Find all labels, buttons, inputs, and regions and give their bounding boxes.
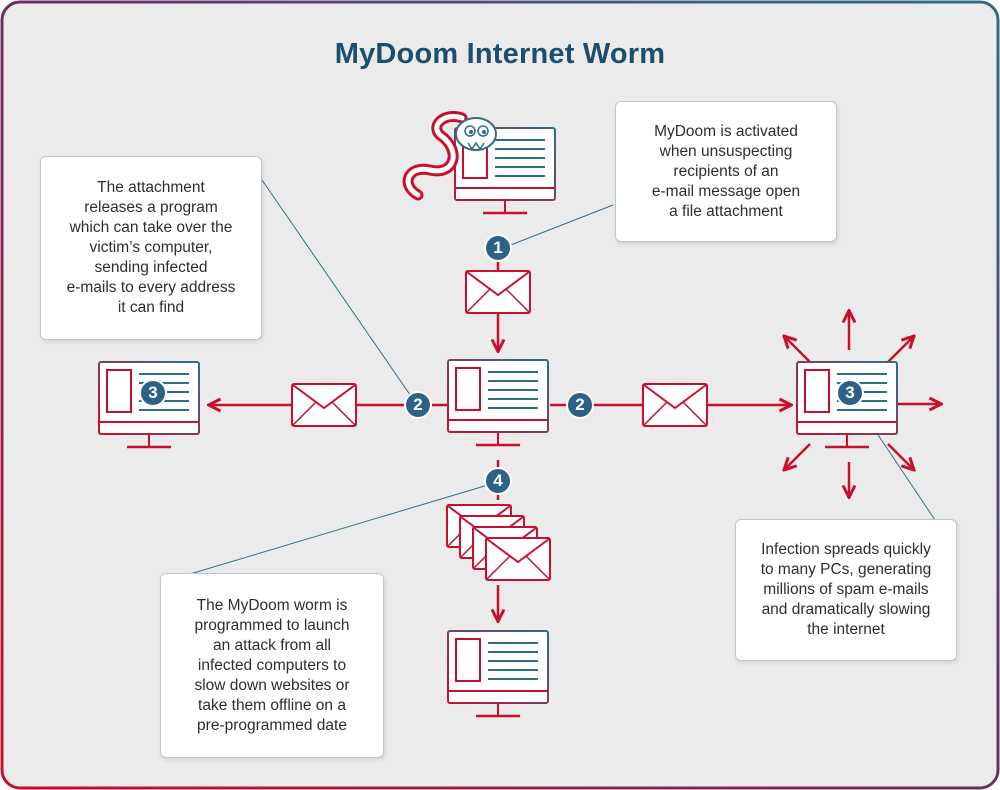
step-1-badge: 1 — [484, 234, 512, 262]
step-2-left-badge: 2 — [404, 391, 432, 419]
step-3-left-badge: 3 — [139, 379, 167, 407]
callout-attachment: The attachment releases a program which … — [40, 156, 262, 340]
envelope-incoming — [465, 270, 531, 314]
center-computer — [446, 358, 550, 447]
callout-attack: The MyDoom worm is programmed to launch … — [160, 573, 384, 758]
worm-icon — [402, 111, 497, 201]
step-2-right-badge: 2 — [566, 391, 594, 419]
callout-attack-text: The MyDoom worm is programmed to launch … — [194, 596, 350, 734]
target-website-computer — [446, 629, 550, 718]
diagram-title: MyDoom Internet Worm — [334, 38, 666, 70]
step-4-badge: 4 — [484, 467, 512, 495]
callout-spread-text: Infection spreads quickly to many PCs, g… — [760, 541, 932, 638]
callout-activation-text: MyDoom is activated when unsuspecting re… — [651, 122, 801, 220]
envelope-left — [291, 383, 357, 427]
burst-arrows — [785, 312, 940, 496]
callout-attachment-text: The attachment releases a program which … — [66, 179, 236, 316]
envelope-right — [642, 383, 708, 427]
callout-activation: MyDoom is activated when unsuspecting re… — [615, 101, 837, 242]
step-3-right-badge: 3 — [836, 379, 864, 407]
callout-spread: Infection spreads quickly to many PCs, g… — [735, 519, 957, 661]
